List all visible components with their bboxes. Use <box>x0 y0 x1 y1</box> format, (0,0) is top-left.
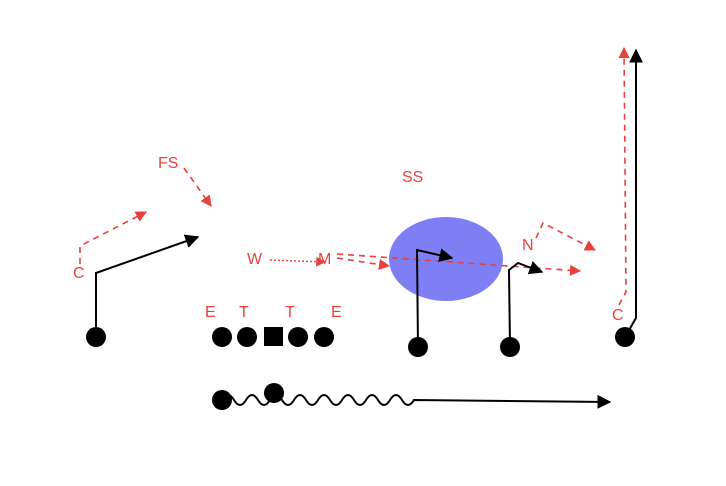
mike-route-short <box>336 257 391 271</box>
left-receiver-route <box>95 234 200 337</box>
right-receiver <box>615 327 635 347</box>
left-receiver <box>86 327 106 347</box>
nickel-route <box>535 221 596 251</box>
corner-right-route <box>618 46 630 306</box>
offensive-lineman-1 <box>212 327 232 347</box>
end-left-label: E <box>205 304 216 321</box>
nickel-label: N <box>522 237 534 254</box>
corner-left-label: C <box>73 265 85 282</box>
quarterback <box>264 383 284 403</box>
mike-label: M <box>318 251 331 268</box>
tight-receiver <box>500 337 520 357</box>
center-square <box>264 327 283 346</box>
strong-safety-label: SS <box>402 169 423 186</box>
free-safety-label: FS <box>158 155 178 172</box>
tight-receiver-route <box>507 261 544 348</box>
offensive-lineman-2 <box>237 327 257 347</box>
motion-back <box>212 390 232 410</box>
motion-route <box>221 394 612 409</box>
slot-receiver-route <box>415 248 454 348</box>
corner-left-route <box>79 211 147 264</box>
offensive-lineman-4 <box>288 327 308 347</box>
corner-right-label: C <box>612 307 624 324</box>
will-route <box>269 256 326 267</box>
slot-receiver <box>408 337 428 357</box>
tackle-left-label: T <box>239 304 249 321</box>
right-receiver-route <box>624 48 643 338</box>
offensive-lineman-5 <box>314 327 334 347</box>
end-right-label: E <box>331 304 342 321</box>
tackle-right-label: T <box>285 304 295 321</box>
free-safety-route <box>183 167 212 207</box>
will-label: W <box>247 251 263 268</box>
